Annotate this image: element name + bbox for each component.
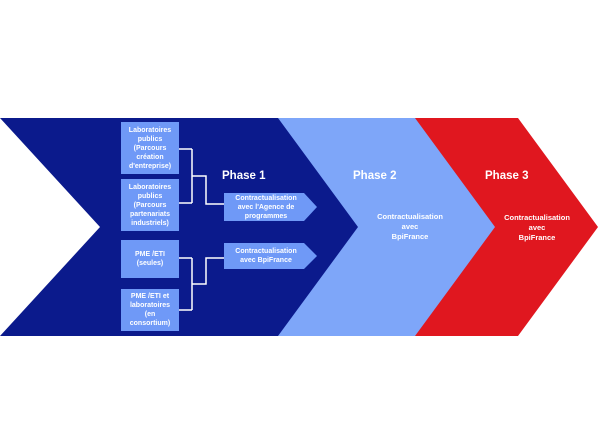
connector-group-1 <box>179 148 224 205</box>
contract-bpi-arrow <box>224 243 317 269</box>
source-box-labo-partenariats: Laboratoires publics (Parcours partenari… <box>121 179 179 231</box>
phase-3-title: Phase 3 <box>485 170 529 182</box>
contract-bpi-text: Contractualisation avec BpiFrance <box>235 248 297 264</box>
phase-1-chevron <box>0 118 358 336</box>
phase-3-text: Contractualisation avec BpiFrance <box>504 213 570 242</box>
contract-agence-text: Contractualisation avec l'Agence de prog… <box>235 195 297 220</box>
source-box-pme-consortium: PME /ETI et laboratoires (en consortium) <box>121 289 179 331</box>
source-box-pme-seules: PME /ETI (seules) <box>121 240 179 278</box>
connector-group-2 <box>179 257 224 311</box>
phase-2-title: Phase 2 <box>353 170 397 182</box>
source-box-labo-creation: Laboratoires publics (Parcours création … <box>121 122 179 174</box>
contract-agence-arrow <box>224 193 317 221</box>
phase-1-title: Phase 1 <box>222 170 266 182</box>
phase-2-text: Contractualisation avec BpiFrance <box>377 212 443 241</box>
